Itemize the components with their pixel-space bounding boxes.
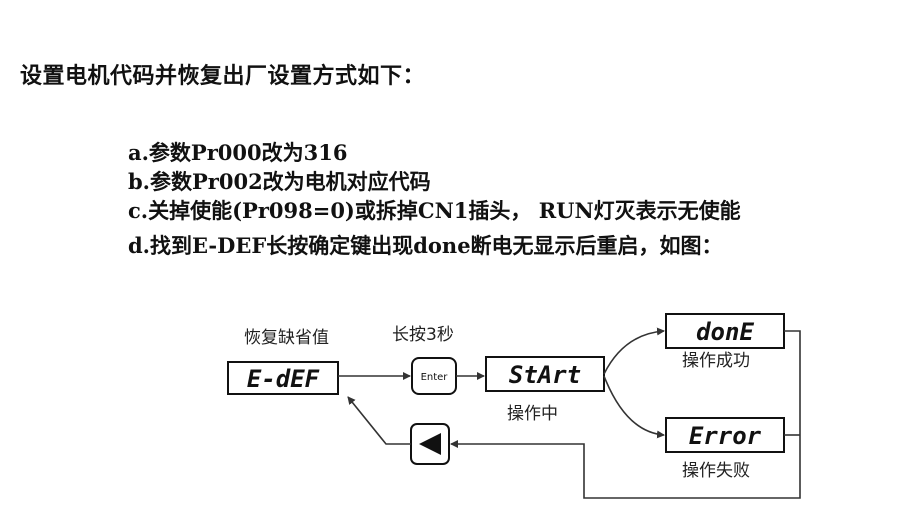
return-line-done — [450, 330, 801, 499]
done-display-box: donE — [665, 313, 785, 349]
step-c: c.关掉使能(Pr098=0)或拆掉CN1插头， RUN灯灭表示无使能 — [128, 198, 741, 223]
back-button[interactable] — [410, 423, 450, 465]
restore-default-caption: 恢复缺省值 — [244, 328, 329, 348]
success-caption: 操作成功 — [682, 351, 750, 371]
error-display-text: Error — [689, 422, 762, 450]
arrow-start-to-done — [603, 327, 665, 375]
failure-caption: 操作失败 — [682, 461, 750, 481]
enter-button-label: Enter — [421, 372, 449, 383]
edef-display-box: E-dEF — [227, 361, 339, 395]
step-b: b.参数Pr002改为电机对应代码 — [128, 169, 431, 194]
operating-caption: 操作中 — [507, 404, 558, 424]
arrow-back-to-edef — [347, 396, 411, 445]
page-heading: 设置电机代码并恢复出厂设置方式如下： — [20, 64, 426, 89]
arrow-start-to-error — [603, 375, 665, 439]
step-d: d.找到E-DEF长按确定键出现done断电无显示后重启，如图： — [128, 233, 723, 258]
enter-button[interactable]: Enter — [411, 357, 457, 395]
edef-display-text: E-dEF — [247, 365, 320, 393]
left-triangle-icon — [419, 433, 441, 455]
steps-list: a.参数Pr000改为316 b.参数Pr002改为电机对应代码 c.关掉使能(… — [128, 138, 741, 260]
start-display-box: StArt — [485, 356, 605, 392]
step-a: a.参数Pr000改为316 — [128, 140, 348, 165]
long-press-caption: 长按3秒 — [392, 325, 454, 345]
start-display-text: StArt — [509, 361, 581, 389]
done-display-text: donE — [696, 318, 754, 346]
error-display-box: Error — [665, 417, 785, 453]
